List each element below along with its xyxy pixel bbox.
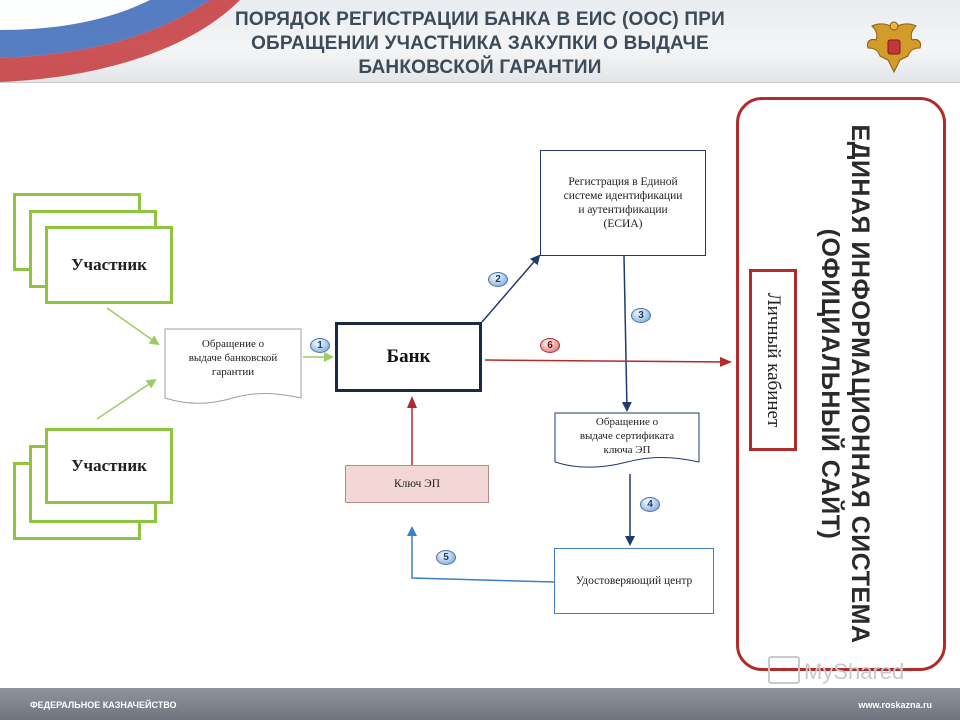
personal-cabinet-label: Личный кабинет — [763, 292, 784, 428]
title-line-3: БАНКОВСКОЙ ГАРАНТИИ — [358, 57, 602, 78]
eis-title: ЕДИНАЯ ИНФОРМАЦИОННАЯ СИСТЕМА (ОФИЦИАЛЬН… — [790, 100, 900, 668]
step-badge-2: 2 — [488, 272, 508, 287]
watermark: MyShared — [768, 656, 904, 685]
key-ep-node: Ключ ЭП — [345, 465, 489, 503]
double-headed-eagle-emblem-icon — [867, 21, 921, 74]
participant-bottom-label: Участник — [71, 456, 147, 475]
request-doc-line-3: гарантии — [211, 366, 255, 378]
esia-line-1: Регистрация в Единой — [568, 176, 678, 188]
request-doc-line-2: выдаче банковской — [188, 352, 278, 364]
esia-line-3: и аутентификации — [578, 204, 668, 216]
arrow-step-3 — [621, 255, 632, 412]
footer: ФЕДЕРАЛЬНОЕ КАЗНАЧЕЙСТВО www.roskazna.ru — [0, 688, 960, 720]
eis-title-line-1: ЕДИНАЯ ИНФОРМАЦИОННАЯ СИСТЕМА — [846, 124, 874, 644]
step-badge-5: 5 — [436, 550, 456, 565]
request-doc-line-1: Обращение о — [201, 338, 265, 350]
cert-request-shape — [554, 412, 700, 468]
title-line-1: ПОРЯДОК РЕГИСТРАЦИИ БАНКА В ЕИС (ООС) ПР… — [234, 9, 725, 30]
arrow-participant-top-to-request — [106, 307, 160, 346]
eis-frame — [736, 97, 946, 671]
bank-node: Банк — [335, 322, 482, 392]
russian-flag-icon — [0, 0, 240, 82]
bank-label: Банк — [386, 346, 431, 367]
step-badge-6: 6 — [540, 338, 560, 353]
arrow-step-2 — [481, 254, 541, 323]
page-title: ПОРЯДОК РЕГИСТРАЦИИ БАНКА В ЕИС (ООС) ПР… — [180, 8, 780, 80]
participant-top: Участник — [45, 226, 173, 304]
cart-icon — [768, 656, 800, 684]
cert-request-line-2: выдаче сертификата — [579, 430, 675, 442]
cert-request-doc: Обращение о выдаче сертификата ключа ЭП — [556, 415, 698, 457]
arrow-step-6 — [484, 356, 732, 367]
header: ПОРЯДОК РЕГИСТРАЦИИ БАНКА В ЕИС (ООС) ПР… — [0, 0, 960, 83]
eis-title-line-2: (ОФИЦИАЛЬНЫЙ САЙТ) — [816, 228, 844, 540]
footer-website-link[interactable]: www.roskazna.ru — [858, 700, 932, 710]
title-line-2: ОБРАЩЕНИИ УЧАСТНИКА ЗАКУПКИ О ВЫДАЧЕ — [251, 33, 709, 54]
step-badge-4: 4 — [640, 497, 660, 512]
arrow-step-5 — [407, 526, 555, 583]
esia-line-2: системе идентификации — [563, 190, 683, 202]
step-badge-1: 1 — [310, 338, 330, 353]
key-ep-label: Ключ ЭП — [393, 478, 441, 490]
request-doc-shape — [164, 328, 302, 404]
cert-request-line-3: ключа ЭП — [603, 444, 651, 456]
step-badge-3: 3 — [631, 308, 651, 323]
cert-request-line-1: Обращение о — [595, 416, 659, 428]
esia-line-4: (ЕСИА) — [603, 218, 643, 230]
participant-top-label: Участник — [71, 255, 147, 274]
watermark-text: MyShared — [804, 659, 905, 684]
certification-center-node: Удостоверяющий центр — [554, 548, 714, 614]
footer-org-name: ФЕДЕРАЛЬНОЕ КАЗНАЧЕЙСТВО — [30, 700, 177, 710]
esia-node: Регистрация в Единой системе идентификац… — [540, 150, 706, 256]
request-doc: Обращение о выдаче банковской гарантии — [166, 337, 300, 379]
arrow-participant-bottom-to-request — [96, 378, 157, 420]
personal-cabinet-node: Личный кабинет — [749, 269, 797, 451]
certification-center-label: Удостоверяющий центр — [575, 575, 693, 587]
participant-bottom: Участник — [45, 428, 173, 504]
